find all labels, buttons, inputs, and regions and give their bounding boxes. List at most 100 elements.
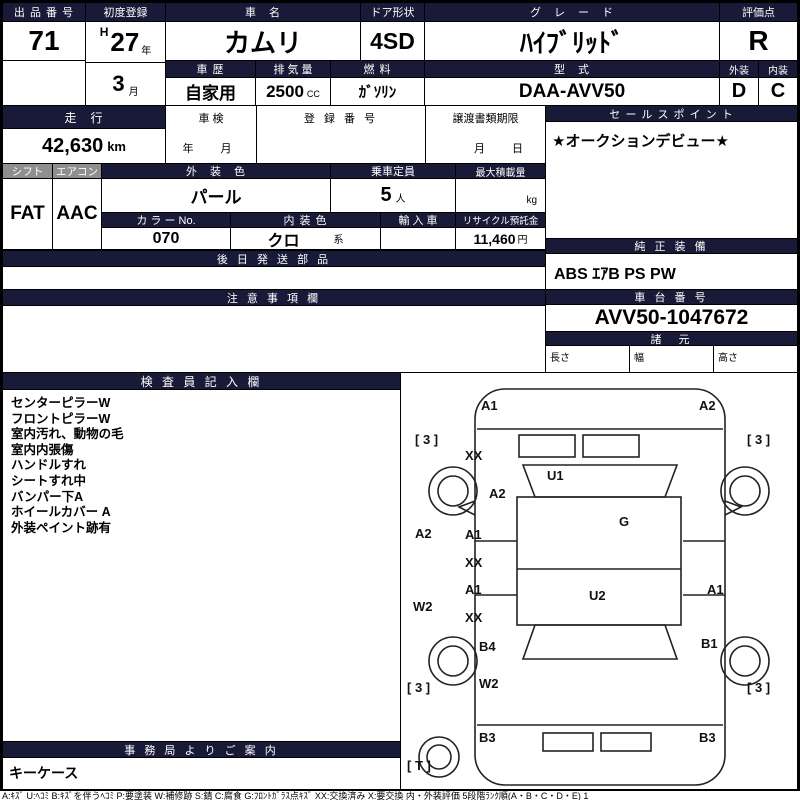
spec-width-label: 幅: [634, 353, 644, 364]
damage-mark: A2: [415, 526, 432, 541]
fuel-header: 燃 料: [330, 60, 425, 78]
max-load-value: kg: [455, 178, 546, 213]
exterior-score-header: 外装: [719, 60, 759, 78]
history-header: 車 歴: [165, 60, 256, 78]
damage-mark: B3: [699, 730, 716, 745]
chassis-number-value: AVV50-1047672: [545, 304, 798, 332]
car-name-value: カムリ: [165, 21, 361, 61]
interior-color-unit: 系: [333, 235, 344, 246]
year-number: 27: [110, 26, 140, 57]
registration-number-cell: 登 録 番 号: [256, 105, 426, 164]
damage-mark: [ T ]: [407, 758, 431, 773]
later-parts-header: 後 日 発 送 部 品: [2, 250, 546, 267]
damage-mark: [ 3 ]: [415, 432, 439, 447]
registration-number-label: 登 録 番 号: [303, 113, 379, 125]
displacement-header: 排 気 量: [255, 60, 331, 78]
inspector-note-item: 外装ペイント跡有: [11, 520, 112, 535]
first-registration-year: H 27 年: [85, 21, 166, 63]
door-shape-header: ドア形状: [360, 2, 425, 22]
model-code-header: 型 式: [424, 60, 720, 78]
inspector-note-item: フロントピラーW: [11, 411, 111, 426]
genuine-equipment-header: 純 正 装 備: [545, 238, 798, 254]
damage-mark: A1: [481, 398, 498, 413]
notes-header: 注 意 事 項 欄: [2, 289, 546, 306]
spec-length-label: 長さ: [550, 353, 570, 364]
lot-blank-cell: [2, 60, 86, 106]
chassis-number-header: 車 台 番 号: [545, 289, 798, 305]
model-code-value: DAA-AVV50: [424, 77, 720, 106]
capacity-value: 5 人: [330, 178, 456, 213]
damage-mark: [ 3 ]: [747, 432, 771, 447]
inspector-note-item: ハンドルすれ: [11, 458, 87, 473]
lot-number-value: 71: [2, 21, 86, 61]
inspector-note-item: 室内汚れ、動物の毛: [11, 427, 124, 442]
damage-mark: XX: [465, 610, 483, 625]
exterior-color-header: 外 装 色: [101, 163, 331, 179]
transfer-deadline-label: 譲渡書類期限: [452, 113, 519, 125]
damage-mark: A2: [489, 486, 506, 501]
sales-point-text: ★オークションデビュー★: [552, 133, 729, 150]
inspector-note-item: バンパー下A: [11, 489, 84, 504]
damage-mark: W2: [413, 599, 433, 614]
genuine-equipment-text: ABS ｴｱB PS PW: [554, 265, 676, 283]
door-shape-value: 4SD: [360, 21, 425, 61]
capacity-unit: 人: [395, 194, 406, 205]
genuine-equipment-value: ABS ｴｱB PS PW: [545, 253, 798, 290]
interior-color-name: クロ: [267, 232, 300, 250]
lot-number-header: 出 品 番 号: [2, 2, 86, 22]
import-value: [380, 227, 456, 250]
damage-mark: XX: [465, 555, 483, 570]
interior-color-header: 内 装 色: [230, 212, 381, 228]
color-number-value: 070: [101, 227, 231, 250]
later-parts-content: [2, 266, 546, 290]
transfer-deadline-cell: 譲渡書類期限 月 日: [425, 105, 546, 164]
grade-header: グ レ ー ド: [424, 2, 720, 22]
damage-mark: B1: [701, 636, 718, 651]
displacement-value: 2500 CC: [255, 77, 331, 106]
car-top-view-diagram: [418, 388, 770, 786]
exterior-score-value: D: [719, 77, 759, 106]
spec-header: 諸 元: [545, 331, 798, 346]
spec-height-label: 高さ: [718, 353, 738, 364]
transfer-deadline-units: 月 日: [474, 143, 531, 155]
damage-mark: XX: [465, 448, 483, 463]
damage-mark: A2: [699, 398, 716, 413]
spec-width-cell: 幅: [629, 345, 714, 373]
damage-mark: U1: [547, 468, 564, 483]
damage-mark: W2: [479, 676, 499, 691]
inspection-cell: 車 検 年 月: [165, 105, 257, 164]
inspector-notes-header: 検 査 員 記 入 欄: [2, 372, 401, 390]
fuel-value: ｶﾞｿﾘﾝ: [330, 77, 425, 106]
inspector-note-item: センターピラーW: [11, 396, 111, 410]
mileage-header: 走 行: [2, 105, 166, 129]
month-unit: 月: [128, 87, 139, 98]
office-info-text: キーケース: [9, 765, 79, 781]
shift-header: シフト: [2, 163, 53, 179]
displacement-number: 2500: [266, 81, 304, 101]
inspection-units: 年 月: [182, 143, 240, 155]
capacity-number: 5: [380, 184, 392, 206]
mileage-value: 42,630 km: [2, 128, 166, 164]
recycle-deposit-header: リサイクル預託金: [455, 212, 546, 228]
aircon-header: エアコン: [52, 163, 102, 179]
displacement-unit: CC: [306, 89, 320, 99]
max-load-header: 最大積載量: [455, 163, 546, 179]
interior-score-value: C: [758, 77, 798, 106]
score-header: 評価点: [719, 2, 798, 22]
first-registration-header: 初度登録: [85, 2, 166, 22]
exterior-color-value: パール: [101, 178, 331, 213]
spec-length-cell: 長さ: [545, 345, 630, 373]
damage-mark: U2: [589, 588, 606, 603]
sales-point-content: ★オークションデビュー★: [545, 121, 798, 239]
damage-mark: B3: [479, 730, 496, 745]
damage-mark: G: [619, 514, 630, 529]
legend-text: A:ｷｽﾞ U:ﾍｺﾐ B:ｷｽﾞを伴うﾍｺﾐ P:要塗装 W:補修跡 S:錆 …: [2, 791, 589, 800]
damage-diagram-panel: A1 A2 [ 3 ] [ 3 ] XX U1 A2 A2 A1 XX G A1…: [400, 372, 798, 790]
notes-content: [2, 305, 546, 373]
mileage-unit: km: [107, 138, 126, 154]
import-header: 輸 入 車: [380, 212, 456, 228]
damage-mark: [ 3 ]: [747, 680, 771, 695]
inspector-notes-content: センターピラーW フロントピラーW 室内汚れ、動物の毛 室内内張傷 ハンドルすれ…: [2, 389, 401, 742]
interior-color-value: クロ 系: [230, 227, 381, 250]
inspection-label: 車 検: [198, 113, 224, 125]
